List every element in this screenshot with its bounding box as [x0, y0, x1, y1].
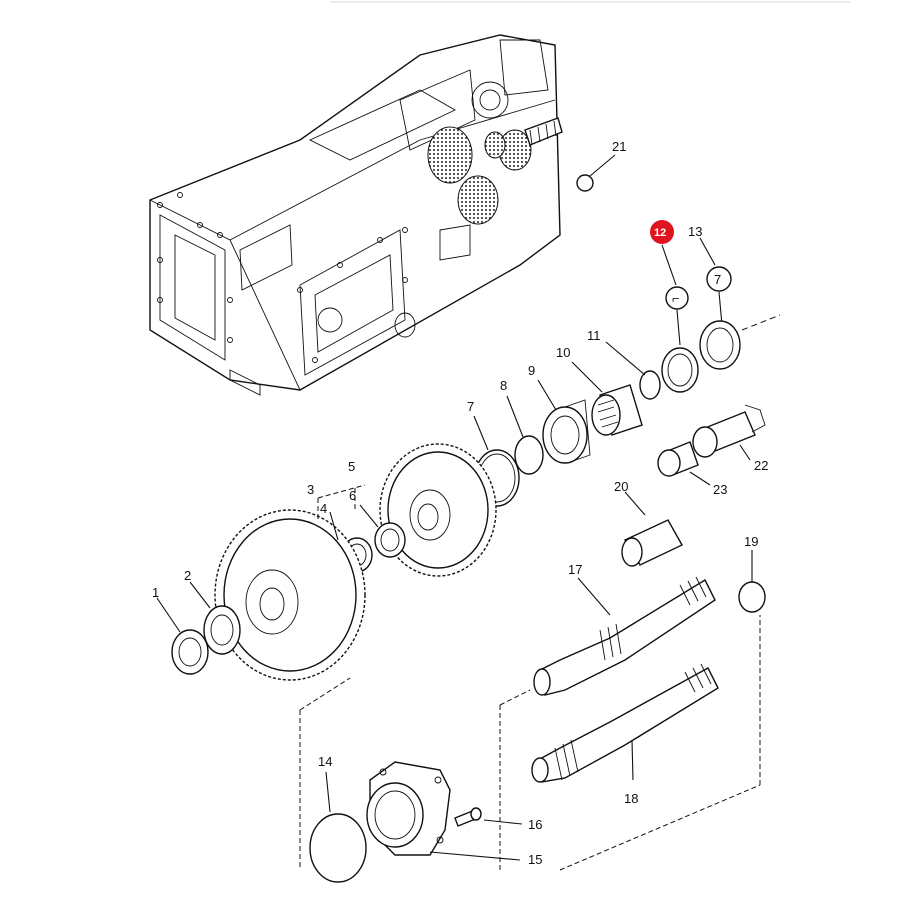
callout-20: 20 [614, 479, 628, 494]
callout-13: 13 [688, 224, 702, 239]
part-12-bag-icon [665, 286, 689, 310]
part-14-o-ring [309, 813, 367, 883]
callout-21: 21 [612, 139, 626, 154]
part-21-ring [576, 174, 594, 192]
callout-9: 9 [528, 363, 535, 378]
part-11-snap-ring [639, 370, 661, 400]
part-10-needle-sleeve [591, 384, 643, 436]
part-20-sleeve [621, 519, 683, 567]
internal-gears [427, 117, 563, 225]
part-12-highlight-marker [650, 220, 674, 244]
part-5-gear [379, 443, 497, 577]
part-12-bag-symbol: ⌐ [672, 291, 680, 306]
callout-17: 17 [568, 562, 582, 577]
part-13-kit-icon [706, 266, 732, 292]
callout-23: 23 [713, 482, 727, 497]
part-6-bush [374, 522, 406, 558]
part-13-kit-symbol: 7 [714, 272, 721, 287]
part-9-bearing [542, 399, 591, 464]
callout-10: 10 [556, 345, 570, 360]
callout-8: 8 [500, 378, 507, 393]
callout-5: 5 [348, 459, 355, 474]
part-17-shaft [533, 576, 716, 696]
callout-18: 18 [624, 791, 638, 806]
callout-15: 15 [528, 852, 542, 867]
callout-22: 22 [754, 458, 768, 473]
part-15-flange [366, 761, 451, 856]
part-19-ring [738, 581, 766, 613]
part-1-cap [171, 629, 209, 675]
part-23-bush [657, 441, 699, 477]
callout-1: 1 [152, 585, 159, 600]
callout-6: 6 [349, 488, 356, 503]
callout-14: 14 [318, 754, 332, 769]
callout-7: 7 [467, 399, 474, 414]
callout-12: 12 [654, 227, 666, 239]
seal-13 [699, 320, 741, 370]
part-16-bolt [454, 807, 482, 827]
callout-3: 3 [307, 482, 314, 497]
part-2-needle-bearing [203, 605, 241, 655]
part-8-circlip [514, 435, 544, 475]
callout-4: 4 [320, 501, 327, 516]
part-22-shaft [692, 404, 766, 458]
part-3-gear [214, 509, 366, 681]
callout-19: 19 [744, 534, 758, 549]
transmission-housing [149, 34, 563, 396]
part-18-shaft [531, 663, 719, 783]
callout-16: 16 [528, 817, 542, 832]
bearing-12 [661, 347, 699, 393]
callout-11: 11 [587, 328, 601, 343]
callout-2: 2 [184, 568, 191, 583]
